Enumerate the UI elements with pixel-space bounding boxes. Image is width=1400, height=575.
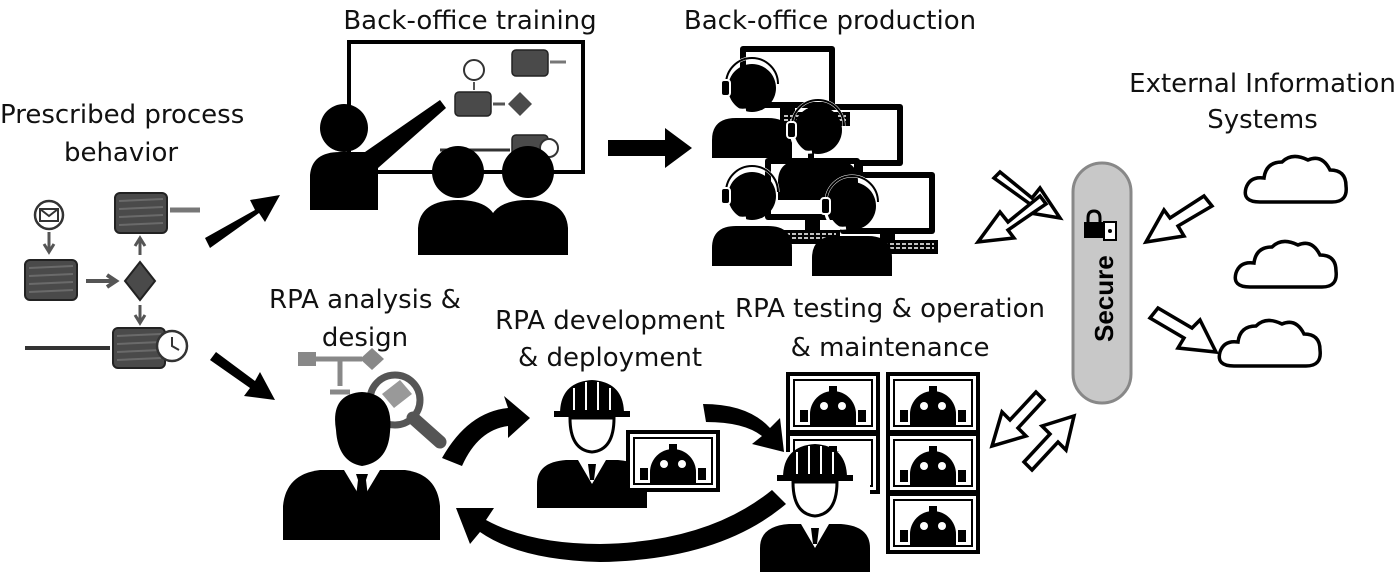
arrow-feedback (456, 490, 786, 562)
teacher-icon (310, 100, 446, 210)
secure-gateway: Secure (1071, 161, 1133, 405)
analysis-label-2: design (321, 323, 409, 353)
exchange-arrows-bottom (989, 389, 1077, 473)
development-label-1: RPA development (495, 306, 725, 336)
prescribed-label-2: behavior (63, 138, 179, 168)
external-label-2: Systems (1207, 105, 1318, 135)
analysis-scene (283, 348, 447, 540)
process-sketch (24, 192, 200, 369)
testing-label-2: & maintenance (790, 333, 990, 363)
cloud-icon (1217, 154, 1348, 368)
testing-worker-icon (760, 444, 870, 575)
arrow-to-development (442, 396, 530, 466)
arrow-to-production (608, 128, 692, 168)
businessman-icon (283, 392, 440, 540)
training-scene (310, 40, 585, 255)
training-label: Back-office training (343, 6, 597, 36)
testing-label-1: RPA testing & operation (735, 294, 1045, 324)
production-scene (710, 46, 939, 278)
development-scene (537, 380, 720, 508)
arrow-to-testing (703, 404, 784, 452)
envelope-icon (33, 199, 65, 231)
cloud-arrows (1142, 193, 1219, 355)
external-label-1: External Information (1129, 69, 1396, 99)
exchange-arrows-top (974, 169, 1064, 245)
clock-icon (155, 329, 189, 363)
analysis-label-1: RPA analysis & (269, 285, 461, 315)
robot-screen-icon (626, 430, 720, 492)
prescribed-label-1: Prescribed process (0, 100, 245, 130)
development-label-2: & deployment (517, 343, 703, 373)
secure-label: Secure (1089, 255, 1119, 342)
arrow-to-training (205, 195, 280, 248)
audience-icon (418, 146, 568, 255)
arrow-to-analysis (210, 352, 275, 400)
padlock-icon (1084, 209, 1117, 241)
production-label: Back-office production (683, 6, 977, 36)
testing-scene (760, 372, 980, 575)
